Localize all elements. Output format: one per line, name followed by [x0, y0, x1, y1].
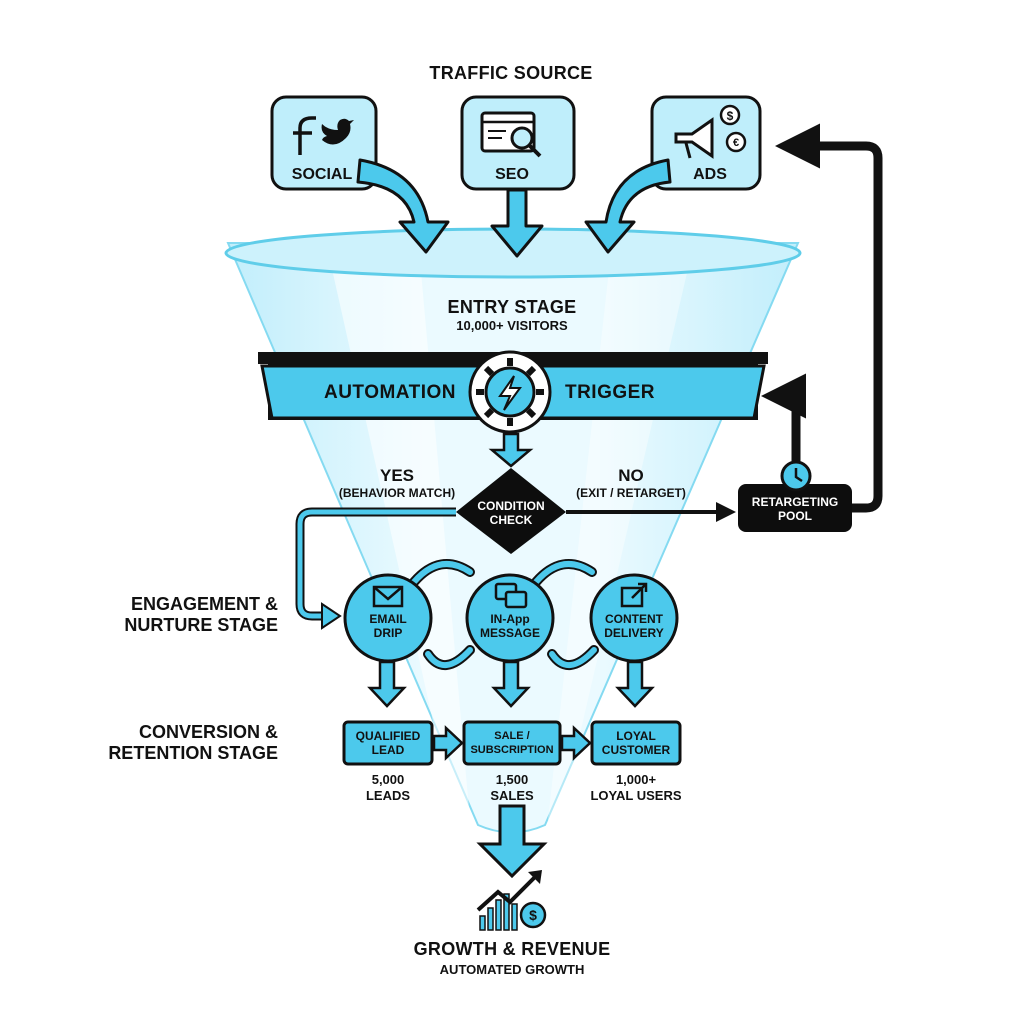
external-share-icon — [620, 582, 648, 608]
automation-label: AUTOMATION — [323, 382, 457, 403]
retarget-to-ads-arrow — [775, 123, 883, 513]
euro-coin-icon: € — [725, 131, 747, 153]
qualified-lead-line1: QUALIFIED — [355, 729, 421, 743]
qualified-lead-line2: LEAD — [371, 743, 405, 757]
growth-revenue-subtitle: AUTOMATED GROWTH — [439, 962, 585, 977]
nurture-cycle-arrows — [409, 559, 599, 670]
qualified-lead-box[interactable] — [342, 720, 434, 766]
loyal-customer-label: LOYAL CUSTOMER — [602, 729, 670, 757]
loyal-customer-line1: LOYAL — [616, 729, 656, 743]
no-label: NO — [618, 466, 644, 485]
yes-label: YES — [379, 466, 415, 485]
sales-metric-unit: SALES — [490, 788, 534, 803]
email-drip-label: EMAIL DRIP — [369, 612, 406, 640]
retargeting-pool-label: RETARGETING POOL — [752, 495, 838, 523]
growth-revenue-title: GROWTH & REVENUE — [413, 939, 611, 959]
sale-subscription-box[interactable] — [462, 720, 562, 766]
in-app-message-label: IN-App MESSAGE — [480, 612, 540, 640]
entry-stage-visitors: 10,000+ VISITORS — [456, 318, 568, 333]
seo-to-funnel-arrow — [490, 188, 544, 258]
gear-lightning-icon[interactable] — [468, 350, 552, 434]
social-to-funnel-arrow — [356, 158, 450, 254]
leads-metric-value: 5,000 — [371, 772, 405, 787]
content-delivery-line2: DELIVERY — [604, 626, 664, 640]
svg-text:$: $ — [727, 109, 734, 123]
clock-icon — [780, 460, 812, 492]
svg-text:€: € — [733, 137, 739, 149]
in-app-line2: MESSAGE — [479, 626, 541, 640]
content-delivery-label: CONTENT DELIVERY — [604, 612, 664, 640]
retargeting-line2: POOL — [777, 509, 813, 523]
conversion-stage-label: CONVERSION & RETENTION STAGE — [108, 722, 278, 764]
trigger-label: TRIGGER — [564, 382, 656, 403]
dollar-coin-icon: $ — [719, 104, 741, 126]
browser-search-icon — [480, 111, 542, 158]
funnel-to-growth-arrow — [476, 804, 548, 879]
email-drip-line2: DRIP — [373, 626, 403, 640]
condition-check-label: CONDITION CHECK — [477, 499, 544, 527]
chat-bubbles-icon — [494, 582, 528, 609]
megaphone-icon — [674, 117, 714, 159]
source-label-seo: SEO — [495, 166, 529, 183]
growth-chart-dollar-icon: $ — [476, 870, 547, 931]
content-delivery-line1: CONTENT — [604, 612, 663, 626]
ads-to-funnel-arrow — [584, 158, 672, 254]
entry-stage-title: ENTRY STAGE — [447, 297, 577, 317]
sale-line1: SALE / — [494, 730, 530, 742]
conversion-line1: CONVERSION & — [138, 722, 278, 742]
engagement-line1: ENGAGEMENT & — [130, 594, 278, 614]
email-drip-line1: EMAIL — [369, 612, 407, 626]
condition-check-line1: CONDITION — [477, 499, 545, 513]
loyal-customer-box[interactable] — [590, 720, 682, 766]
retargeting-pool-box[interactable] — [738, 484, 852, 532]
yes-branch-arrow — [295, 507, 456, 630]
traffic-source-title: TRAFFIC SOURCE — [429, 63, 593, 83]
yes-sublabel: (BEHAVIOR MATCH) — [338, 486, 456, 500]
engagement-line2: NURTURE STAGE — [124, 615, 278, 635]
loyal-users-metric: 1,000+ LOYAL USERS — [590, 772, 681, 804]
condition-check-line2: CHECK — [489, 513, 533, 527]
twitter-icon — [321, 118, 354, 145]
envelope-icon — [372, 585, 404, 608]
leads-metric: 5,000 LEADS — [366, 772, 410, 804]
source-label-social: SOCIAL — [291, 166, 353, 183]
sales-metric: 1,500 SALES — [490, 772, 533, 804]
loyal-customer-line2: CUSTOMER — [601, 743, 671, 757]
engagement-stage-label: ENGAGEMENT & NURTURE STAGE — [124, 594, 278, 636]
outcome-flow-arrows — [432, 725, 592, 761]
no-sublabel: (EXIT / RETARGET) — [576, 486, 686, 500]
svg-text:$: $ — [529, 907, 537, 923]
nurture-to-outcome-arrows — [367, 660, 655, 708]
source-box-social[interactable] — [270, 95, 378, 191]
leads-metric-unit: LEADS — [365, 788, 411, 803]
sale-line2: SUBSCRIPTION — [470, 744, 554, 756]
retargeting-line1: RETARGETING — [751, 495, 839, 509]
conversion-line2: RETENTION STAGE — [108, 743, 278, 763]
in-app-line1: IN-App — [490, 612, 530, 626]
qualified-lead-label: QUALIFIED LEAD — [356, 729, 421, 757]
retarget-to-trigger-arrow — [761, 373, 806, 462]
loyal-users-metric-value: 1,000+ — [615, 772, 657, 787]
loyal-users-metric-unit: LOYAL USERS — [590, 788, 682, 803]
source-label-ads: ADS — [693, 166, 727, 183]
sales-metric-value: 1,500 — [495, 772, 529, 787]
facebook-icon — [293, 116, 316, 155]
trigger-to-decision-arrow — [488, 432, 534, 468]
condition-check-diamond[interactable] — [456, 468, 566, 554]
sale-subscription-label: SALE / SUBSCRIPTION — [470, 729, 553, 757]
